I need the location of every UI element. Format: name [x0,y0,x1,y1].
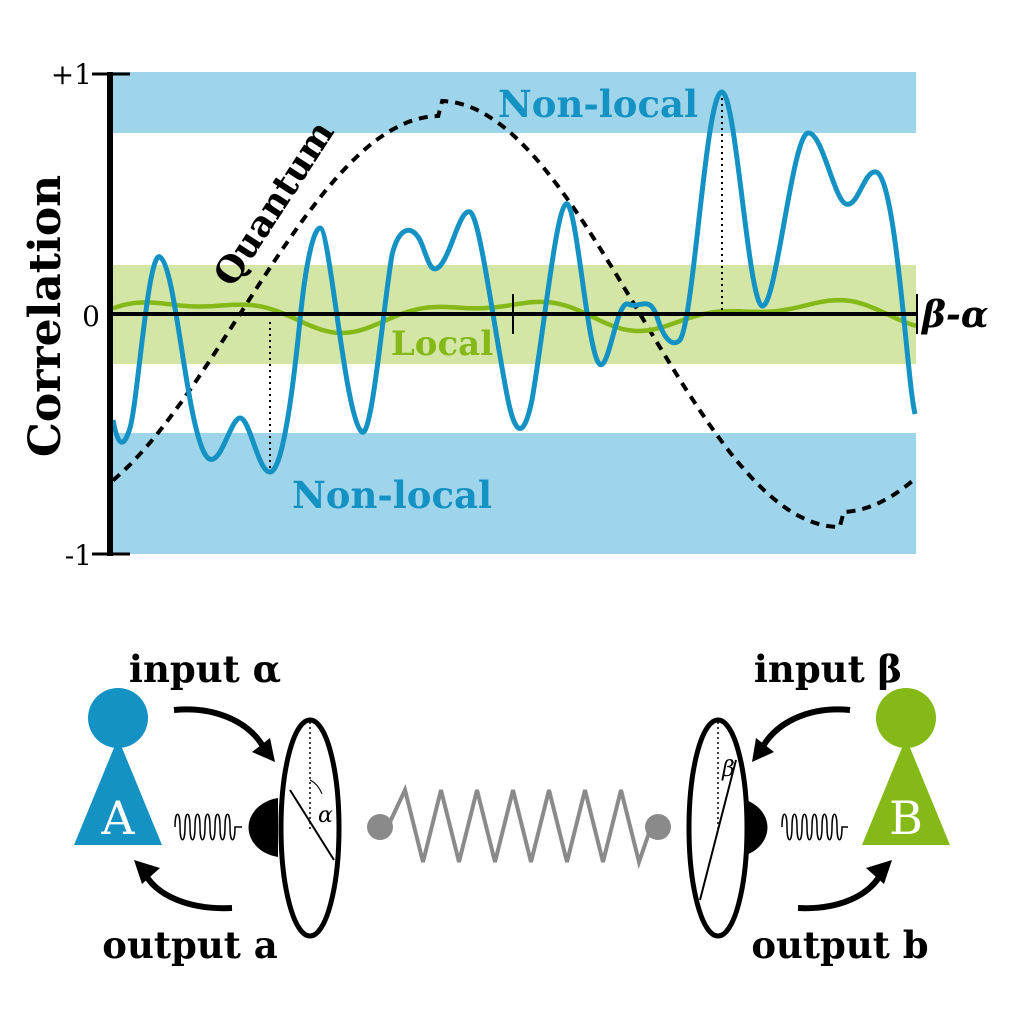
bob-party: B β input β output b [686,647,950,967]
bob-output-arrow [797,870,885,912]
local-correlation-curve [112,297,917,336]
alice-detector-icon [248,798,278,857]
alice-party: A α input α output a [74,647,342,967]
quantum-correlation-curve [111,98,918,530]
spring-coil [388,784,652,870]
alice-figure-icon [74,688,162,845]
nonlocal-band-bottom [110,433,916,554]
y-tick-label-bottom: -1 [65,539,92,572]
y-tick-label-zero: 0 [82,300,100,333]
particle-right [645,814,671,840]
bob-output-arrowhead [866,860,892,884]
bob-wavy-line [781,813,848,841]
nonlocal-band-top [110,72,916,133]
bob-figure-icon [862,688,950,845]
alice-output-arrowhead [134,860,160,884]
particle-left [367,814,393,840]
nonlocal-correlation-curve [110,89,918,475]
bob-angle-symbol: β [721,757,735,782]
nonlocal-band-bottom-label: Non-local [292,473,492,517]
bob-input-arrow [757,706,851,754]
bob-input-label: input β [754,647,902,691]
bob-letter: B [889,791,923,845]
alice-wavy-line [174,813,242,841]
alice-output-arrow [141,870,233,912]
alice-input-arrow [173,706,269,754]
correlation-graph: Non-local Non-local Local +1 0 -1 Correl… [20,58,989,572]
alice-input-arrowhead [252,738,275,762]
alice-letter: A [100,791,135,845]
entanglement-spring [367,784,671,870]
alice-output-label: output a [102,923,277,967]
bob-input-arrowhead [752,738,774,762]
bob-output-label: output b [751,923,928,967]
nonlocal-band-top-label: Non-local [498,82,698,126]
y-tick-label-top: +1 [51,58,92,91]
x-axis-label: β-α [920,294,989,336]
y-axis-label: Correlation [20,175,71,457]
local-band-label: Local [391,324,493,364]
alice-measurement-dial [278,717,342,939]
bob-measurement-dial [686,717,750,939]
alice-input-label: input α [129,647,281,691]
alice-angle-symbol: α [318,803,333,828]
bell-test-setup: A α input α output a B [74,647,950,967]
